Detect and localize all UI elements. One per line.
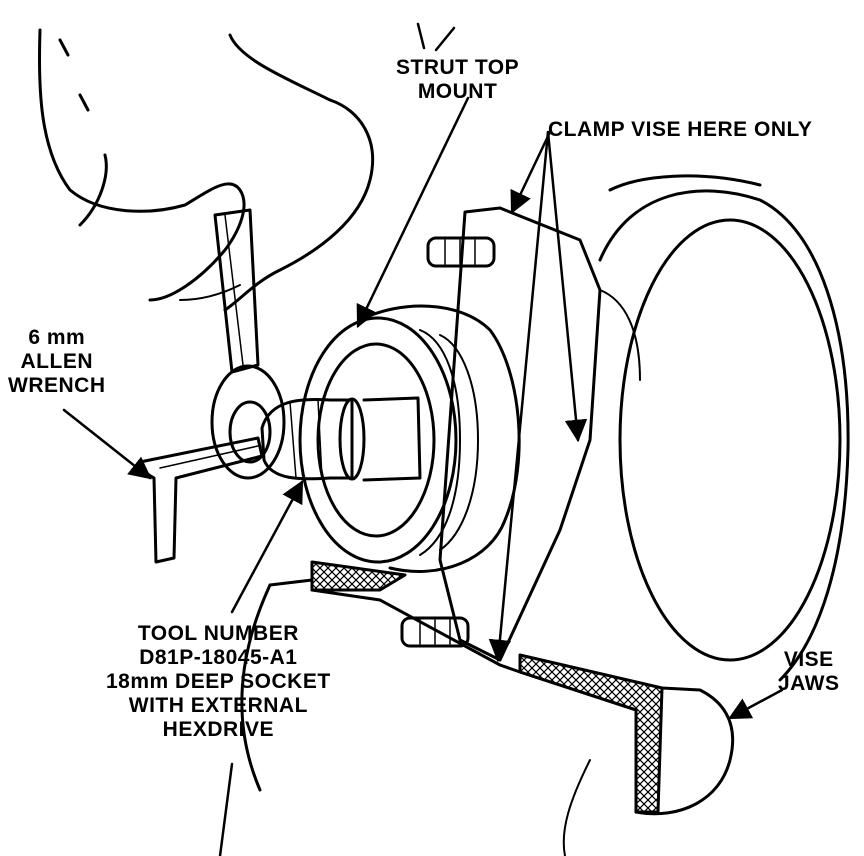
leader-lines <box>62 22 784 856</box>
vise-jaws-illustration <box>240 560 735 856</box>
strut-mount-flange <box>298 206 602 662</box>
label-tool-number: TOOL NUMBER D81P-18045-A1 18mm DEEP SOCK… <box>106 622 331 741</box>
allen-wrench-tool <box>138 436 264 564</box>
label-allen-wrench: 6 mm ALLEN WRENCH <box>8 326 106 397</box>
box-end-wrench <box>210 208 286 480</box>
label-clamp-vise-here-only: CLAMP VISE HERE ONLY <box>548 118 813 141</box>
strut-housing <box>598 174 850 682</box>
hand-illustration <box>37 28 375 312</box>
label-strut-top-mount: STRUT TOP MOUNT <box>396 56 520 103</box>
label-vise-jaws: VISE JAWS <box>778 648 840 695</box>
mount-studs <box>400 236 496 648</box>
deep-socket-tool <box>260 396 422 482</box>
